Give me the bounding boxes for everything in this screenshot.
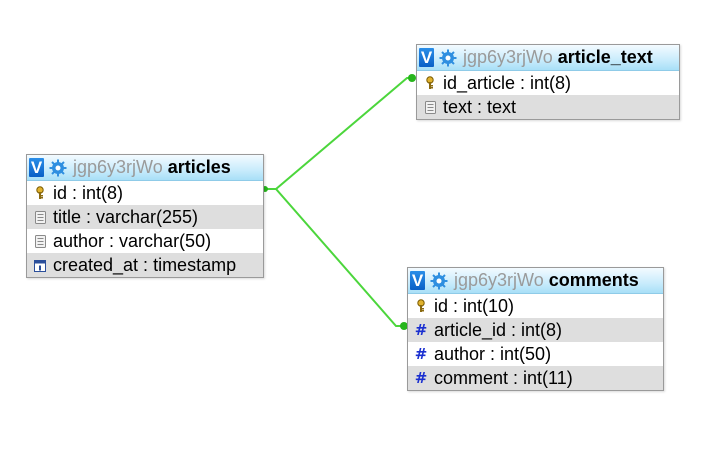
column-label: author : int(50) (434, 343, 552, 364)
table-header[interactable]: V jgp6y3rjWo comments (408, 268, 663, 294)
key-icon (423, 76, 437, 90)
toggle-columns-button[interactable]: V (419, 47, 434, 67)
key-icon (414, 299, 428, 313)
column-label: title : varchar(255) (53, 206, 199, 227)
relation-articles-comments[interactable] (264, 188, 406, 327)
gear-icon[interactable] (439, 49, 457, 67)
database-name: jgp6y3rjWo (73, 157, 163, 177)
table-name: articles (167, 157, 231, 177)
numeric-field-icon: # (414, 369, 428, 387)
table-name: article_text (557, 47, 653, 67)
column-row[interactable]: id_article : int(8) (417, 71, 679, 95)
table-header[interactable]: V jgp6y3rjWo articles (27, 155, 263, 181)
column-label: article_id : int(8) (434, 319, 563, 340)
table-header[interactable]: V jgp6y3rjWo article_text (417, 45, 679, 71)
toggle-columns-button[interactable]: V (29, 157, 44, 177)
column-row[interactable]: id : int(10) (408, 294, 663, 318)
table-comments[interactable]: V jgp6y3rjWo comments id : int(10) # art… (407, 267, 664, 391)
numeric-field-icon: # (414, 321, 428, 339)
column-row[interactable]: text : text (417, 95, 679, 119)
text-field-icon (423, 100, 437, 114)
column-label: text : text (443, 96, 517, 117)
column-label: created_at : timestamp (53, 254, 237, 275)
database-name: jgp6y3rjWo (463, 47, 553, 67)
table-articles[interactable]: V jgp6y3rjWo articles id : int(8) title … (26, 154, 264, 278)
numeric-field-icon: # (414, 345, 428, 363)
column-label: author : varchar(50) (53, 230, 212, 251)
column-row[interactable]: # article_id : int(8) (408, 318, 663, 342)
column-label: id : int(10) (434, 295, 515, 316)
column-label: id : int(8) (53, 182, 124, 203)
gear-icon[interactable] (430, 272, 448, 290)
column-row[interactable]: title : varchar(255) (27, 205, 263, 229)
database-name: jgp6y3rjWo (454, 270, 544, 290)
relation-articles-article-text[interactable] (264, 77, 415, 190)
column-row[interactable]: created_at : timestamp (27, 253, 263, 277)
column-row[interactable]: author : varchar(50) (27, 229, 263, 253)
column-label: id_article : int(8) (443, 72, 572, 93)
table-article-text[interactable]: V jgp6y3rjWo article_text id_article : i… (416, 44, 680, 120)
relation-end-dot-comments (400, 322, 408, 330)
text-field-icon (33, 234, 47, 248)
toggle-columns-button[interactable]: V (410, 270, 425, 290)
key-icon (33, 186, 47, 200)
text-field-icon (33, 210, 47, 224)
date-field-icon (33, 258, 47, 272)
column-row[interactable]: # author : int(50) (408, 342, 663, 366)
table-name: comments (548, 270, 639, 290)
column-row[interactable]: # comment : int(11) (408, 366, 663, 390)
column-label: comment : int(11) (434, 367, 573, 388)
gear-icon[interactable] (49, 159, 67, 177)
relation-end-dot-article-text (408, 74, 416, 82)
column-row[interactable]: id : int(8) (27, 181, 263, 205)
